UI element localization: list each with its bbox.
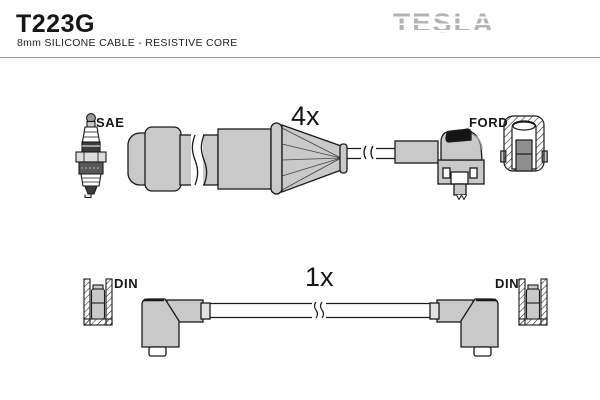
spark-plug-icon (75, 113, 107, 199)
part-number: T223G (16, 10, 95, 38)
din-left-label: DIN (114, 276, 139, 291)
cable-wire (210, 300, 430, 321)
din-right-label: DIN (495, 276, 520, 291)
product-subtitle: 8mm SILICONE CABLE - RESISTIVE CORE (17, 37, 238, 49)
left-elbow-boot (141, 298, 211, 357)
tesla-logo: TESLA (391, 8, 499, 38)
ford-cap-cross-section-icon (500, 115, 548, 172)
coil-cable-drawing (141, 298, 499, 357)
header-divider (0, 57, 600, 58)
ford-label: FORD (469, 115, 509, 130)
din-cap-cross-section-icon (518, 278, 548, 326)
upper-quantity-label: 4x (291, 101, 320, 131)
right-elbow-boot (429, 298, 499, 357)
lower-quantity-label: 1x (305, 262, 334, 292)
sae-label: SAE (96, 115, 125, 130)
din-cap-cross-section-icon (83, 278, 113, 326)
spark-plug-cable-drawing (127, 122, 485, 200)
